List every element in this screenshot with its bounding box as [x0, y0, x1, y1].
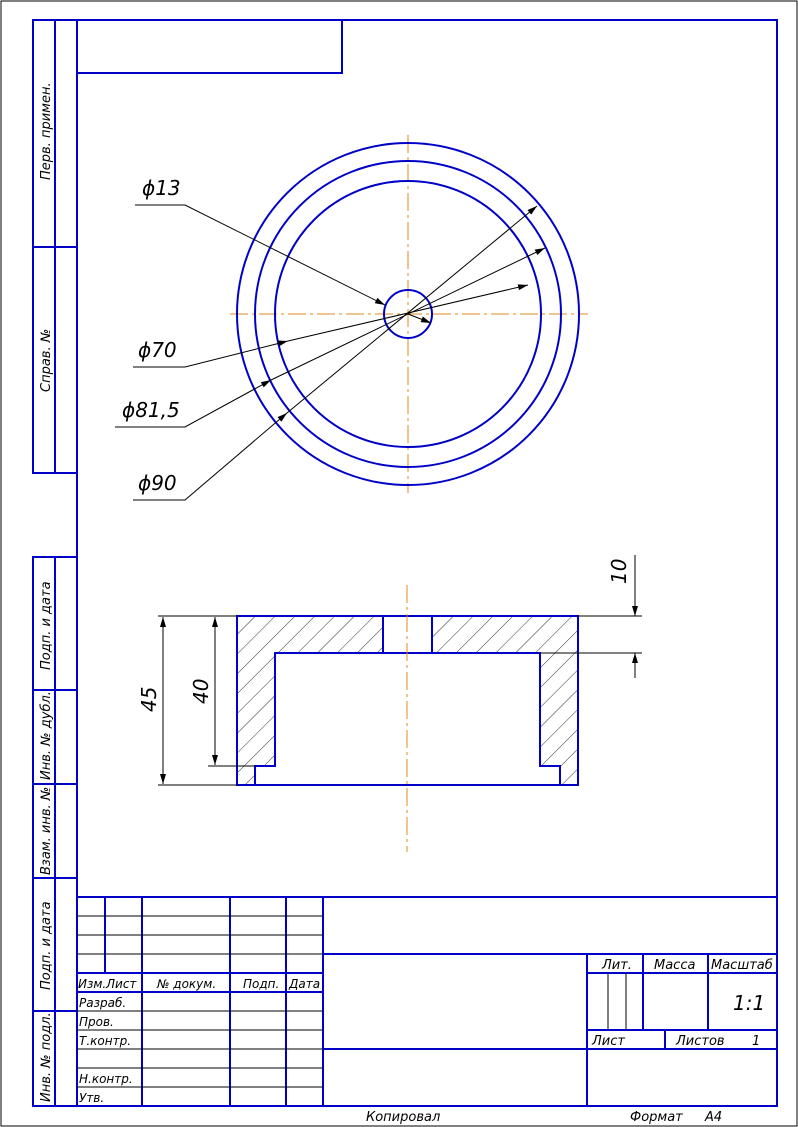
- lit-label: Лит.: [601, 958, 632, 973]
- hdr-data: Дата: [288, 977, 320, 991]
- strip-perv-primen: Перв. примен.: [39, 82, 54, 180]
- role-razrab: Разраб.: [79, 996, 126, 1010]
- hdr-doc: № докум.: [156, 977, 216, 991]
- format-label: Формат: [630, 1110, 683, 1125]
- scale-value: 1:1: [733, 991, 765, 1015]
- strip-podp-data-2: Подп. и дата: [39, 901, 54, 990]
- section-view: 45 40 10: [137, 555, 642, 852]
- role-prov: Пров.: [79, 1015, 114, 1029]
- dim-h40: 40: [189, 679, 213, 704]
- mass-label: Масса: [654, 958, 695, 973]
- copied-label: Копировал: [366, 1110, 440, 1125]
- sheets-label: Листов: [675, 1034, 725, 1049]
- dim-h45: 45: [137, 687, 161, 712]
- strip-inv-podl: Инв. № подл.: [39, 1012, 54, 1102]
- dim-d13: ϕ13: [142, 176, 181, 200]
- sheets-count: 1: [752, 1034, 760, 1049]
- hdr-podp: Подп.: [243, 977, 279, 991]
- hdr-izm: Изм.: [78, 977, 106, 991]
- side-strip-labels: Перв. примен. Справ. № Подп. и дата Инв.…: [39, 82, 54, 1102]
- strip-sprav-no: Справ. №: [39, 329, 54, 392]
- hdr-list: Лист: [105, 977, 137, 991]
- circle-d90: [236, 142, 580, 486]
- dim-d70: ϕ70: [138, 338, 177, 362]
- dim-d90: ϕ90: [138, 471, 177, 495]
- plan-view: ϕ13 ϕ70 ϕ81,5 ϕ90: [115, 135, 588, 501]
- sheet-label: Лист: [591, 1034, 625, 1049]
- dim-h10: 10: [607, 559, 631, 584]
- strip-inv-dubl: Инв. № дубл.: [39, 691, 54, 780]
- circle-d70: [274, 180, 542, 448]
- title-block: [77, 896, 777, 1106]
- circle-d81-5: [254, 160, 562, 468]
- frame: [32, 19, 778, 1107]
- dim-d81-5: ϕ81,5: [122, 398, 180, 422]
- scale-label: Масштаб: [711, 958, 773, 973]
- role-tkontr: Т.контр.: [79, 1034, 131, 1048]
- strip-vzam-inv: Взам. инв. №: [39, 787, 54, 875]
- role-nkontr: Н.контр.: [79, 1072, 133, 1086]
- circle-d13: [383, 289, 433, 339]
- format-value: A4: [704, 1110, 722, 1125]
- role-utv: Утв.: [79, 1091, 104, 1105]
- strip-podp-data-1: Подп. и дата: [39, 581, 54, 670]
